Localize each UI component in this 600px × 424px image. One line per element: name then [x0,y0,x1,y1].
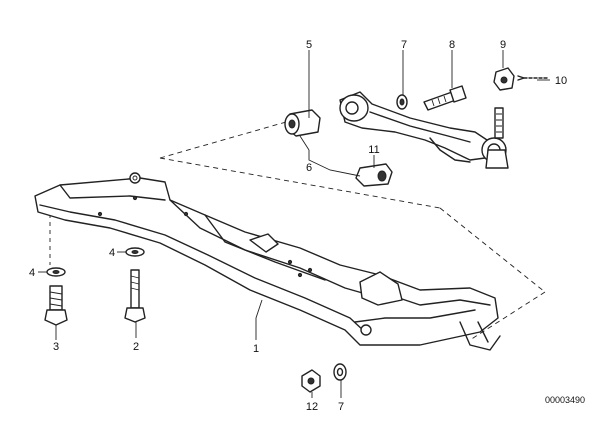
leader-lines [38,50,550,398]
label-part-1: 1 [253,343,259,355]
part-labels: 1 2 3 4 4 5 6 7 7 8 9 10 11 12 00003490 [29,39,585,413]
label-part-7-upper: 7 [401,39,407,51]
label-part-3: 3 [53,341,59,353]
label-part-5: 5 [306,39,312,51]
label-part-4-left: 4 [29,267,35,279]
bolt-8-head [449,85,467,103]
bolt-2-head [124,307,146,323]
label-part-7-lower: 7 [338,401,344,413]
label-part-9: 9 [500,39,506,51]
label-part-10: 10 [555,75,567,87]
control-arm [284,91,509,187]
label-part-2: 2 [133,341,139,353]
label-part-4-center: 4 [109,247,115,259]
diagram-code: 00003490 [545,395,585,405]
label-part-12: 12 [306,401,318,413]
fasteners [44,67,549,393]
label-part-11: 11 [368,144,379,156]
label-part-8: 8 [449,39,455,51]
label-part-6: 6 [306,162,312,174]
axle-carrier [34,172,501,351]
bolt-3-head [44,309,68,326]
